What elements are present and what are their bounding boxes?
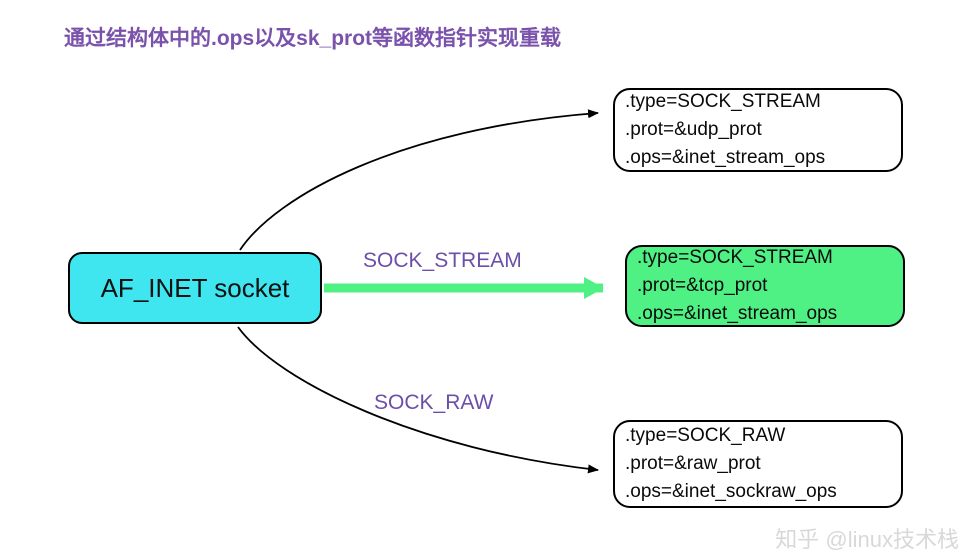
struct-udp-type: .type=SOCK_STREAM	[625, 90, 821, 112]
node-struct-tcp[interactable]: .type=SOCK_STREAM .prot=&tcp_prot .ops=&…	[625, 245, 905, 327]
struct-udp-ops: .ops=&inet_stream_ops	[625, 147, 826, 169]
struct-tcp-prot: .prot=&tcp_prot	[637, 274, 768, 296]
struct-tcp-type: .type=SOCK_STREAM	[637, 246, 833, 268]
edge-label-sock-raw: SOCK_RAW	[374, 391, 494, 414]
struct-udp-prot: .prot=&udp_prot	[625, 118, 762, 140]
struct-raw-type: .type=SOCK_RAW	[625, 424, 786, 446]
struct-raw-ops: .ops=&inet_sockraw_ops	[625, 481, 837, 503]
edge-arrow-udp	[239, 109, 599, 251]
struct-tcp-ops: .ops=&inet_stream_ops	[637, 303, 838, 325]
node-struct-raw[interactable]: .type=SOCK_RAW .prot=&raw_prot .ops=&ine…	[613, 420, 903, 508]
struct-raw-prot: .prot=&raw_prot	[625, 452, 761, 474]
edge-label-sock-stream: SOCK_STREAM	[363, 249, 522, 272]
watermark: 知乎 @linux技术栈	[775, 527, 959, 552]
node-af-inet-socket-label: AF_INET socket	[100, 273, 290, 303]
node-struct-udp[interactable]: .type=SOCK_STREAM .prot=&udp_prot .ops=&…	[613, 88, 903, 172]
node-af-inet-socket[interactable]: AF_INET socket	[68, 252, 322, 324]
page-title: 通过结构体中的.ops以及sk_prot等函数指针实现重载	[64, 27, 562, 50]
